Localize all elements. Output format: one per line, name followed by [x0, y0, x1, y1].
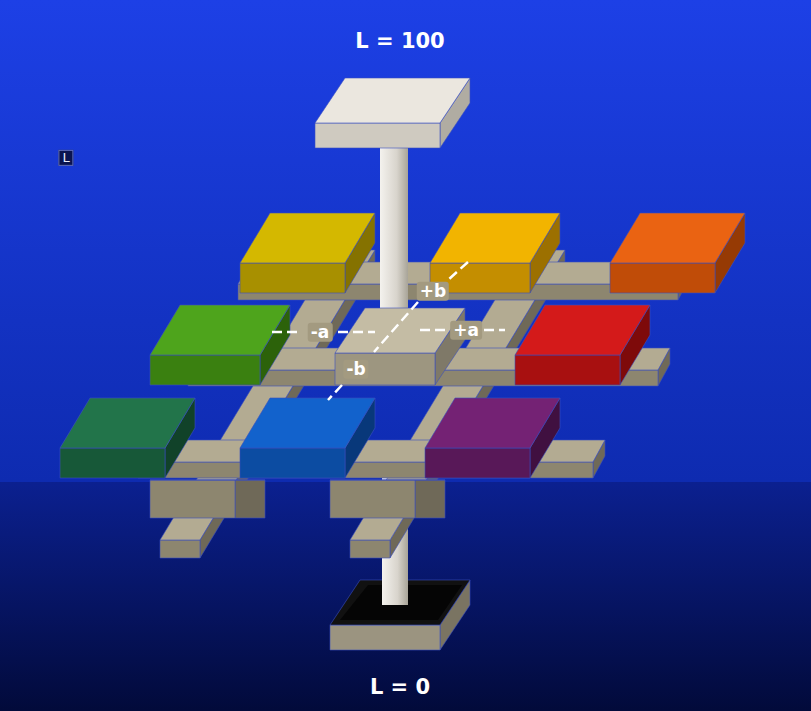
- axis-end-label: L = 100: [355, 30, 444, 53]
- minus-b-axis: [328, 385, 342, 400]
- plus-a-axis: [484, 329, 505, 332]
- leg-block-front: [330, 480, 415, 518]
- white-block-front: [315, 123, 440, 148]
- leg-block-front: [150, 480, 235, 518]
- purple-block-top: [425, 398, 560, 448]
- depth-beam-front: [350, 540, 390, 558]
- upper-column: [380, 140, 408, 320]
- blue-block-front: [240, 448, 345, 478]
- minus-a-axis: [272, 331, 302, 334]
- orange-block-top: [610, 213, 745, 263]
- purple-block-front: [425, 448, 530, 478]
- axis-label: -a: [308, 323, 333, 342]
- axis-label: +b: [417, 282, 449, 301]
- axis-label: -b: [343, 360, 368, 379]
- axis-label: +a: [450, 321, 482, 340]
- white-block-top: [315, 78, 470, 123]
- orange-block-front: [610, 263, 715, 293]
- leg-block-top: [330, 480, 445, 481]
- dark-green-block-front: [60, 448, 165, 478]
- blocks-layer: [60, 78, 745, 650]
- yellow-block-top: [240, 213, 375, 263]
- b-axis: [374, 302, 418, 352]
- green-block-front: [150, 355, 260, 385]
- plus-a-axis: [420, 329, 448, 332]
- blue-block-top: [240, 398, 375, 448]
- red-block-front: [515, 355, 620, 385]
- axis-end-label: L = 0: [370, 676, 430, 699]
- upper-background: [0, 0, 811, 482]
- axis-icon: L: [58, 150, 73, 166]
- minus-a-axis: [338, 331, 375, 334]
- leg-block-side: [235, 480, 265, 518]
- center-hub-top: [335, 308, 465, 353]
- leg-block-top: [150, 480, 265, 481]
- leg-block-side: [415, 480, 445, 518]
- black-block-front: [330, 625, 440, 650]
- dark-green-block-top: [60, 398, 195, 448]
- amber-block-top: [430, 213, 560, 263]
- yellow-block-front: [240, 263, 345, 293]
- center-hub-front: [335, 353, 435, 385]
- red-block-top: [515, 305, 650, 355]
- depth-beam-front: [160, 540, 200, 558]
- green-block-top: [150, 305, 290, 355]
- plus-b-axis: [448, 262, 468, 280]
